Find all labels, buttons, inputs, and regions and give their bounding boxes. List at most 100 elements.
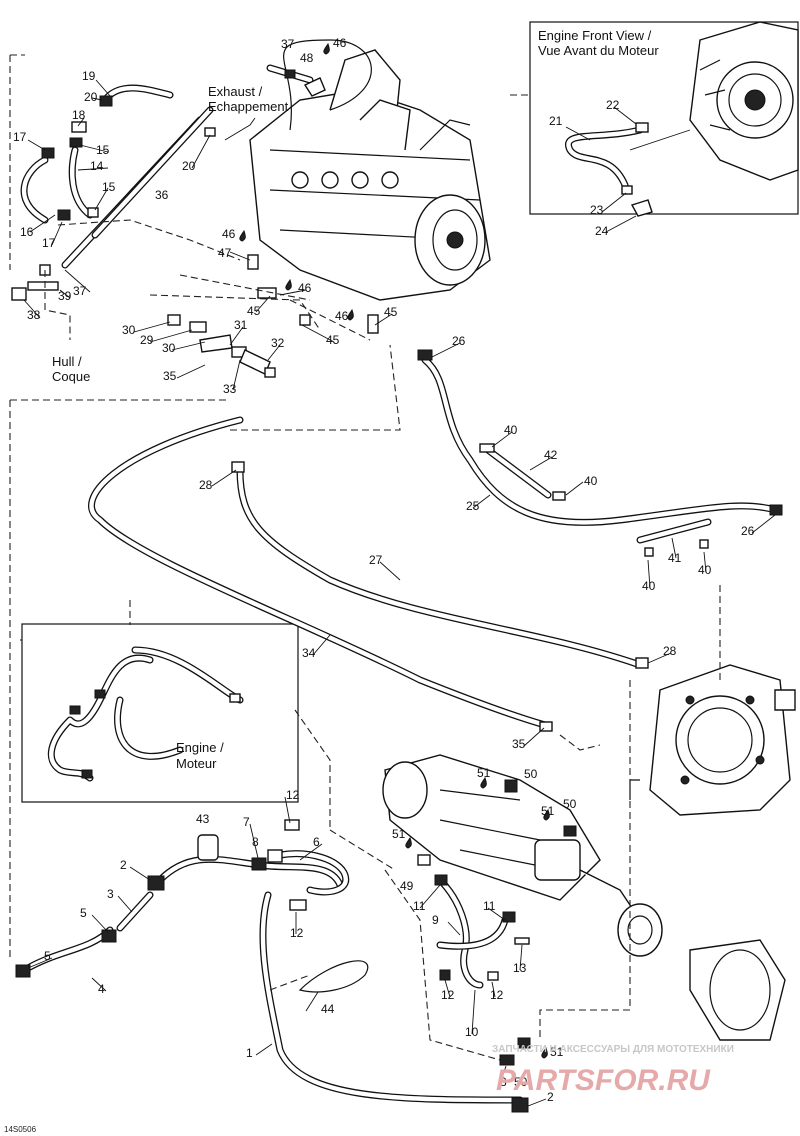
callout-31: 31 xyxy=(234,318,248,332)
leader-line xyxy=(267,344,281,361)
callout-46: 46 xyxy=(222,227,236,241)
small-parts xyxy=(11,42,783,1113)
leader-line xyxy=(23,299,41,319)
callout-51: 51 xyxy=(477,766,491,780)
leader-line xyxy=(95,79,111,97)
callout-37: 37 xyxy=(73,284,87,298)
clamp-22 xyxy=(635,122,649,133)
callout-50: 50 xyxy=(563,797,577,811)
leader-lines xyxy=(23,79,776,1107)
leader-line xyxy=(447,921,461,936)
leader-line xyxy=(117,895,133,913)
leader-line xyxy=(51,221,63,246)
callout-46: 46 xyxy=(333,36,347,50)
callout-50: 50 xyxy=(514,1075,528,1089)
callout-49: 49 xyxy=(400,879,414,893)
leader-line xyxy=(491,981,496,998)
callout-35: 35 xyxy=(512,737,526,751)
leader-line xyxy=(211,469,237,487)
leader-line xyxy=(149,329,193,343)
leader-line xyxy=(491,431,513,448)
callout-2: 2 xyxy=(547,1090,554,1104)
leader-line xyxy=(249,823,259,859)
callout-6: 6 xyxy=(313,835,320,849)
callout-40: 40 xyxy=(642,579,656,593)
callout-51: 51 xyxy=(392,827,406,841)
callout-18: 18 xyxy=(72,108,86,122)
leader-line xyxy=(279,289,307,296)
callout-12: 12 xyxy=(490,988,504,1002)
engine-inset-frame xyxy=(21,623,299,803)
hull-label-line1: Hull / xyxy=(52,354,82,369)
callout-25: 25 xyxy=(466,499,480,513)
leader-line xyxy=(91,977,107,992)
leader-line xyxy=(232,359,241,391)
callout-46: 46 xyxy=(298,281,312,295)
callout-37: 37 xyxy=(281,37,295,51)
callout-11: 11 xyxy=(413,899,426,913)
front-view-inset: Engine Front View / Vue Avant du Moteur xyxy=(529,21,799,217)
callout-41: 41 xyxy=(668,551,682,565)
callout-28: 28 xyxy=(663,644,677,658)
leader-line xyxy=(379,561,401,581)
callout-8: 8 xyxy=(252,835,259,849)
front-view-title-line2: Vue Avant du Moteur xyxy=(538,43,659,58)
leader-line xyxy=(91,97,103,101)
leader-line xyxy=(471,989,476,1035)
callout-24: 24 xyxy=(595,224,609,238)
leader-line xyxy=(59,289,71,299)
leader-line xyxy=(79,144,109,153)
leader-line xyxy=(647,652,672,664)
callout-16: 16 xyxy=(20,225,34,239)
nozzle xyxy=(689,939,786,1041)
leader-line xyxy=(27,139,46,151)
exhaust-label-line2: Echappement xyxy=(208,99,289,114)
leader-line xyxy=(305,991,319,1012)
callout-4: 4 xyxy=(98,982,105,996)
callout-35: 35 xyxy=(163,369,177,383)
leader-line xyxy=(77,117,85,127)
callout-19: 19 xyxy=(82,69,96,83)
callout-39: 39 xyxy=(58,289,72,303)
leader-line xyxy=(487,907,506,921)
leader-line xyxy=(565,126,591,141)
callout-1: 1 xyxy=(246,1046,253,1060)
callout-34: 34 xyxy=(302,646,316,660)
leader-line xyxy=(519,944,523,971)
callout-12: 12 xyxy=(441,988,455,1002)
engine-block xyxy=(249,39,491,301)
leader-line xyxy=(191,134,211,169)
leader-line xyxy=(91,914,109,933)
hose-21 xyxy=(565,122,653,217)
callout-3: 3 xyxy=(107,887,114,901)
callout-26: 26 xyxy=(741,524,755,538)
callout-46: 46 xyxy=(335,309,349,323)
callout-8: 8 xyxy=(500,1075,507,1089)
dashed-links xyxy=(9,54,721,1061)
callout-36: 36 xyxy=(155,188,169,202)
leader-line xyxy=(431,342,461,358)
leader-line xyxy=(703,551,707,573)
callout-40: 40 xyxy=(584,474,598,488)
leader-line xyxy=(565,481,584,496)
callout-20: 20 xyxy=(84,90,98,104)
callout-14: 14 xyxy=(90,159,104,173)
leader-line xyxy=(523,727,545,747)
leader-line xyxy=(29,214,56,233)
watermark: ЗАПЧАСТИ И АКСЕССУАРЫ ДЛЯ МОТОТЕХНИКИ PA… xyxy=(492,1044,734,1097)
figure-code: 14S0506 xyxy=(4,1125,37,1134)
leader-line xyxy=(77,167,109,171)
hull-label-line2: Coque xyxy=(52,369,90,384)
leader-line xyxy=(27,957,53,969)
engine-inset-label-line2: Moteur xyxy=(176,756,217,771)
callout-32: 32 xyxy=(271,336,285,350)
callout-12: 12 xyxy=(286,788,300,802)
callout-12: 12 xyxy=(290,926,304,940)
callout-51: 51 xyxy=(550,1045,564,1059)
leader-line xyxy=(176,364,206,379)
clamp-band-44 xyxy=(298,960,369,993)
callout-7: 7 xyxy=(243,815,250,829)
callout-45: 45 xyxy=(247,304,261,318)
leader-line xyxy=(529,456,553,471)
